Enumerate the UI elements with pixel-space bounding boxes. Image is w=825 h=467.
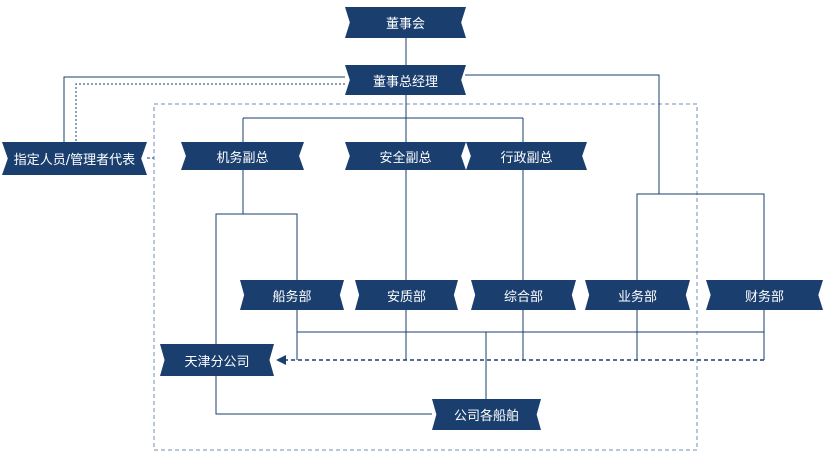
node-board-label: 董事会	[385, 17, 425, 32]
node-dept-business-label: 业务部	[617, 289, 657, 305]
node-vp-engine-label: 机务副总	[216, 150, 269, 166]
node-gm-label: 董事总经理	[372, 74, 438, 90]
node-dept-ship-label: 船务部	[272, 289, 312, 305]
connector-vp-engine-ships	[215, 213, 432, 415]
node-tianjin-branch: 天津分公司	[160, 344, 274, 376]
node-company-ships: 公司各船舶	[432, 399, 541, 430]
node-designated-representative: 指定人员/管理者代表	[2, 142, 147, 175]
connector-gm-designated-1	[63, 76, 345, 142]
node-vp-admin: 行政副总	[466, 142, 587, 170]
node-dept-quality-label: 安质部	[386, 289, 426, 305]
node-dept-finance-label: 财务部	[744, 289, 784, 305]
node-dept-ship-affairs: 船务部	[240, 280, 344, 310]
connector-gm-business-finance	[465, 74, 660, 194]
connector-vp-engine-down	[242, 170, 298, 280]
node-dept-general: 综合部	[471, 280, 576, 310]
node-designated-label: 指定人员/管理者代表	[13, 153, 136, 168]
node-board: 董事会	[345, 7, 466, 38]
management-scope-frame	[153, 103, 698, 451]
node-general-manager: 董事总经理	[345, 65, 466, 95]
node-dept-finance: 财务部	[706, 280, 823, 310]
node-dept-general-label: 综合部	[503, 289, 543, 305]
node-dept-business: 业务部	[585, 280, 690, 310]
connector-gm-designated-2	[75, 83, 345, 142]
node-vp-safety-label: 安全副总	[379, 150, 432, 166]
node-vp-engine: 机务副总	[181, 142, 304, 170]
node-vp-safety: 安全副总	[345, 142, 466, 170]
node-company-ships-label: 公司各船舶	[453, 409, 519, 424]
node-vp-admin-label: 行政副总	[500, 150, 553, 166]
node-tianjin-label: 天津分公司	[184, 354, 250, 370]
arrowhead-tianjin	[276, 355, 286, 365]
connector-business-finance-bracket	[636, 193, 765, 280]
node-dept-quality: 安质部	[355, 280, 458, 310]
